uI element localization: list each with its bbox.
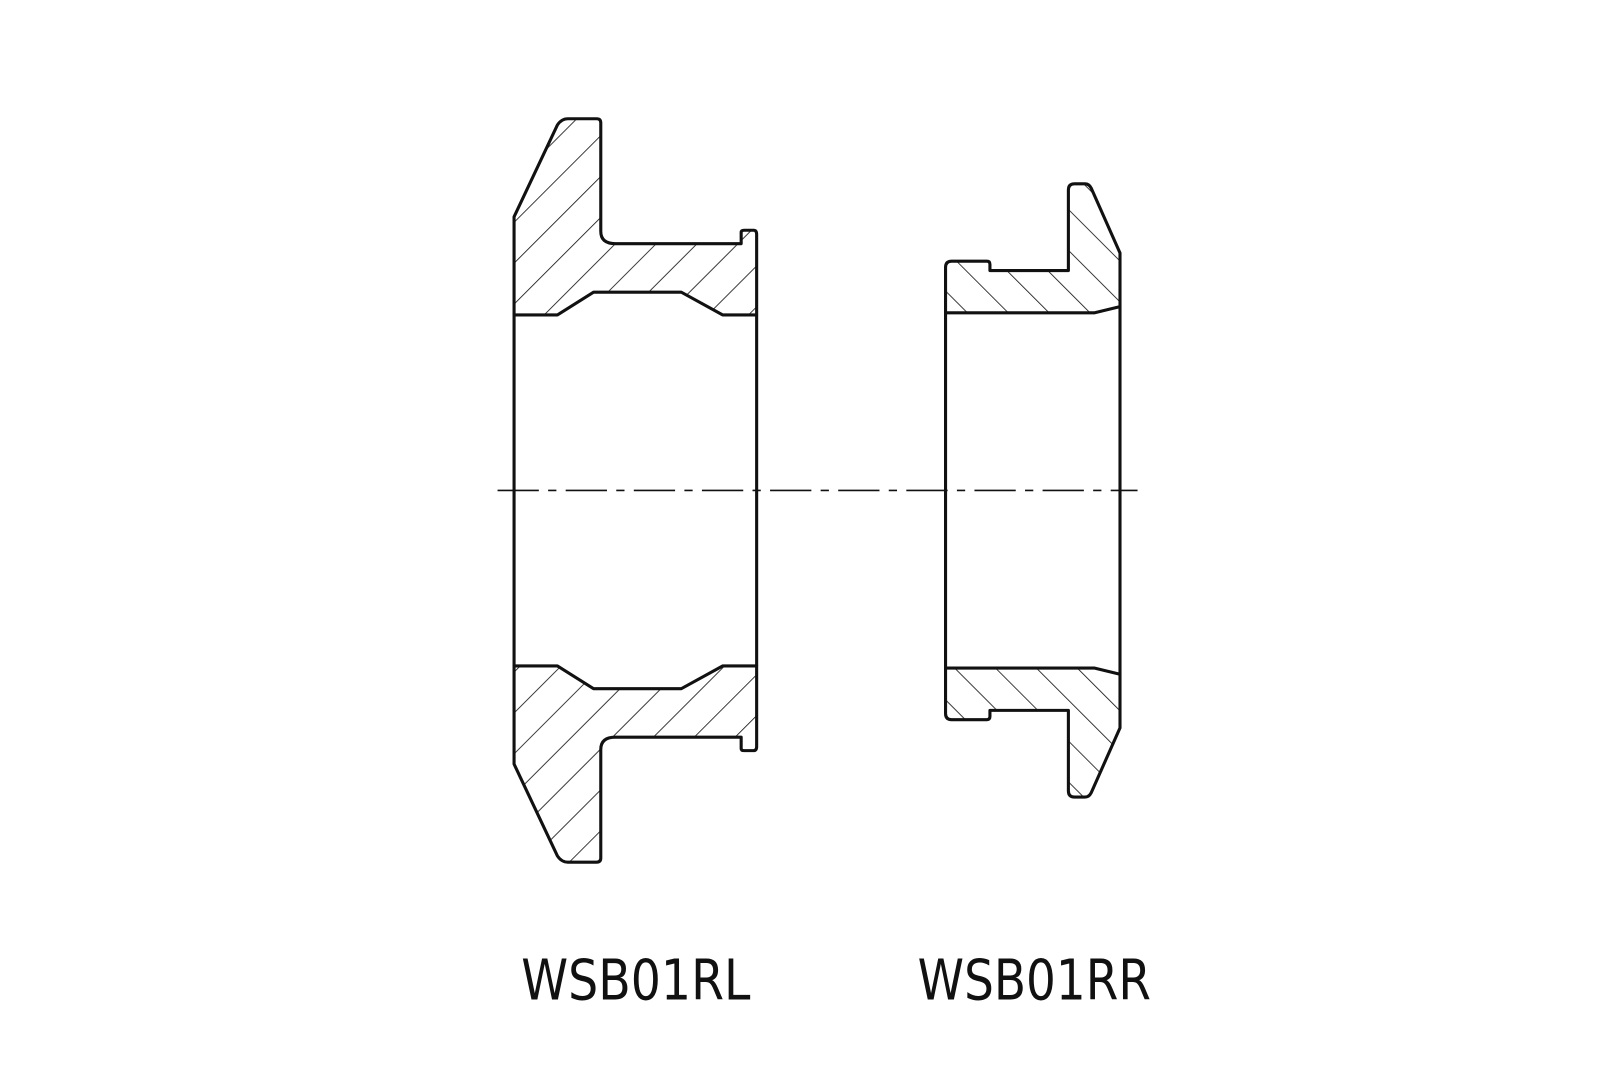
part-label-wsb01rl: WSB01RL — [521, 948, 750, 1013]
part-wsb01rr — [944, 182, 1122, 799]
section-upper-wsb01rl — [512, 117, 759, 317]
section-lower-wsb01rl — [512, 664, 759, 864]
section-lower-wsb01rr — [944, 666, 1122, 799]
section-upper-wsb01rr — [944, 182, 1122, 315]
part-label-wsb01rr: WSB01RR — [918, 948, 1151, 1013]
